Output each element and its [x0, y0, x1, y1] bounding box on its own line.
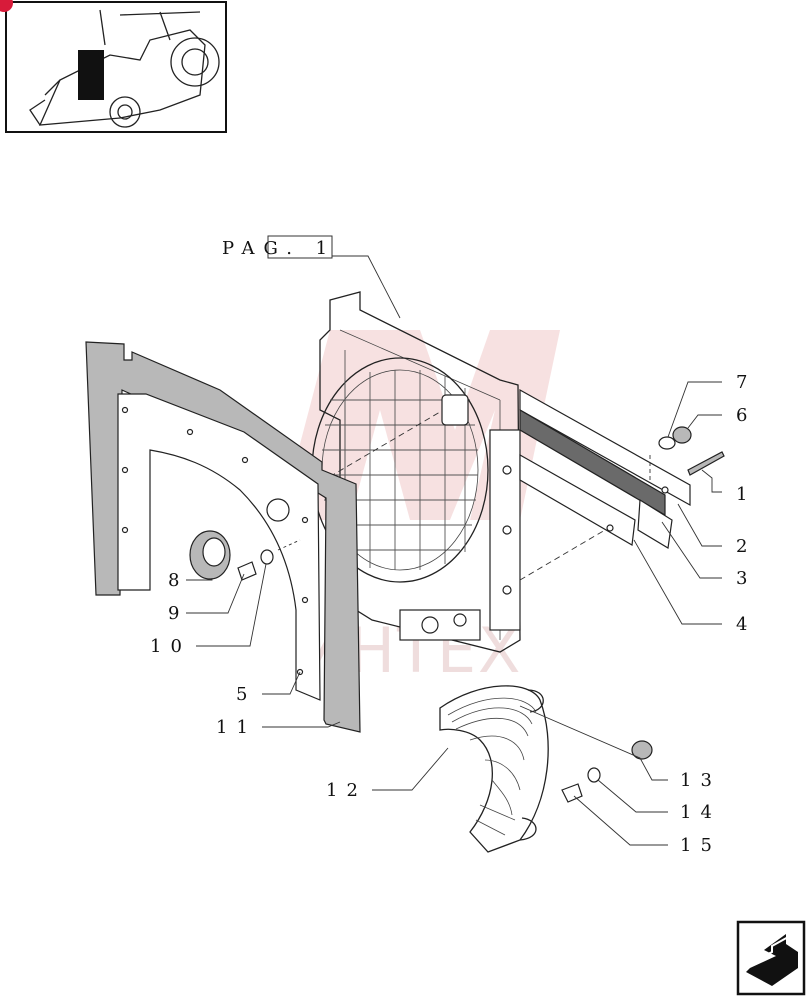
washer-7[interactable]: [658, 436, 676, 450]
callout-9: 9: [168, 603, 188, 624]
callout-4: 4: [736, 614, 756, 635]
badge-icon: [0, 0, 13, 12]
seal-gasket-11[interactable]: [85, 341, 361, 733]
fan-guard-12[interactable]: [439, 685, 549, 853]
page-reference-label: PAG. 1: [222, 238, 336, 259]
callout-8: 8: [168, 570, 188, 591]
washer-10[interactable]: [260, 549, 274, 565]
page-reference[interactable]: PAG. 1: [222, 235, 401, 319]
bolt-9[interactable]: [237, 561, 257, 581]
next-page-arrow-icon[interactable]: [736, 920, 806, 996]
nut-6[interactable]: [672, 426, 692, 444]
leader-lines: [186, 381, 722, 846]
callout-10: 10: [150, 636, 191, 657]
callout-1: 1: [736, 484, 756, 505]
callout-5: 5: [236, 684, 256, 705]
callout-3: 3: [736, 568, 756, 589]
fan-shroud-plate-5[interactable]: [117, 393, 321, 701]
nut-13[interactable]: [631, 740, 653, 760]
callout-15: 15: [680, 835, 721, 856]
bracket-rails: [519, 388, 691, 581]
callout-11: 11: [216, 717, 257, 738]
callout-2: 2: [736, 536, 756, 557]
washer-14[interactable]: [587, 767, 601, 783]
callout-12: 12: [326, 780, 367, 801]
tractor-thumbnail-icon[interactable]: [0, 0, 227, 133]
callout-labels: 7 6 1 2 3 4 8 9 10 5 11 12 13 14 15: [150, 372, 756, 856]
grommet-8[interactable]: [189, 530, 231, 580]
callout-7: 7: [736, 372, 756, 393]
bolt-15[interactable]: [561, 783, 583, 803]
callout-13: 13: [680, 770, 721, 791]
pin-1[interactable]: [687, 451, 725, 476]
callout-6: 6: [736, 405, 756, 426]
callout-14: 14: [680, 802, 721, 823]
